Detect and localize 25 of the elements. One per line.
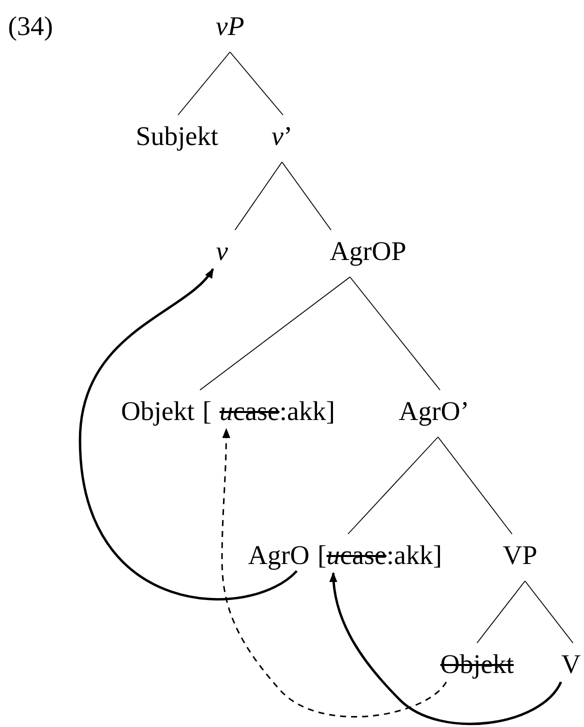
branch-line <box>350 276 440 390</box>
branch-line <box>200 276 350 390</box>
tree-label: vP <box>216 13 244 40</box>
tree-label: AgrOP <box>330 238 406 265</box>
example-number: (34) <box>8 13 53 40</box>
tree-label: V <box>561 651 581 678</box>
branch-line <box>476 580 526 644</box>
tree-label: VP <box>502 542 538 569</box>
tree-label: AgrO’ <box>398 398 470 425</box>
branch-line <box>524 580 574 644</box>
branch-line <box>282 162 332 230</box>
movement-arrow <box>78 268 298 600</box>
branch-line <box>230 52 284 116</box>
branch-line <box>178 52 230 116</box>
branch-line <box>438 436 512 534</box>
tree-label: Objekt [ ucase:akk] <box>121 398 335 425</box>
tree-label: AgrO [ucase:akk] <box>248 542 442 569</box>
tree-label: v’ <box>272 123 292 150</box>
branch-line <box>234 162 282 230</box>
tree-label: Objekt <box>440 651 514 678</box>
movement-arrow <box>221 428 447 718</box>
movement-arrow <box>330 572 562 726</box>
tree-label: v <box>216 238 228 265</box>
tree-label: Subjekt <box>136 123 218 150</box>
branch-line <box>348 436 438 534</box>
